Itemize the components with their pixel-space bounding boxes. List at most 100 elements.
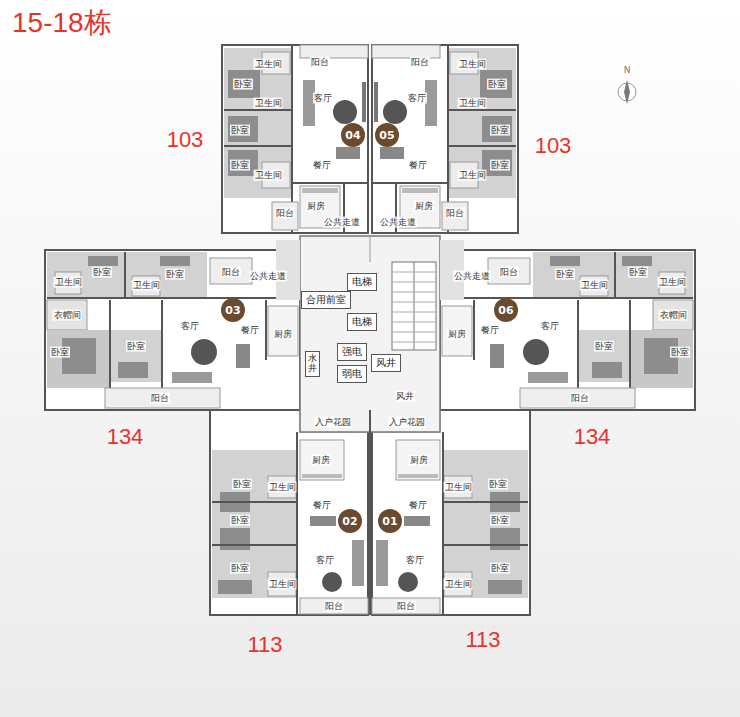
north-compass (618, 80, 636, 104)
room-name: 阳台 (410, 57, 430, 68)
unit-plan-side (45, 250, 300, 410)
unit-plan-side-part (160, 256, 190, 266)
core-room-box: 电梯 (347, 273, 377, 291)
unit-plan-side-part (132, 276, 160, 296)
room-name: 卧室 (670, 347, 690, 358)
unit-plan-bottom-part (300, 440, 344, 480)
room-name: 卫生间 (458, 98, 487, 109)
room-name: 卧室 (490, 563, 510, 574)
room-name: 厨房 (409, 455, 429, 466)
room-name: 卫生间 (444, 579, 473, 590)
unit-plan-top-part (336, 147, 360, 159)
unit-plan-side-part (47, 300, 87, 330)
unit-plan-bottom-part (212, 501, 296, 503)
unit-plan-side-part (110, 330, 162, 382)
room-name: 卧室 (165, 269, 185, 280)
unit-plan-side-part (45, 250, 300, 410)
core-plan-part (392, 342, 436, 343)
room-name: 衣帽间 (659, 310, 688, 321)
unit-plan-side-part (191, 339, 217, 365)
room-name: 餐厅 (240, 325, 260, 336)
node-text: 风井 (376, 357, 396, 369)
room-name: 卧室 (628, 267, 648, 278)
room-name: 卧室 (488, 479, 508, 490)
room-name: 卧室 (92, 267, 112, 278)
unit-number-badge: 05 (375, 123, 399, 147)
room-name: 餐厅 (480, 325, 500, 336)
unit-plan-side-part (88, 256, 118, 266)
room-name: 风井 (395, 391, 415, 402)
core-room-box: 合用前室 (301, 291, 351, 309)
unit-plan-top-part (292, 182, 368, 184)
room-name: 餐厅 (408, 160, 428, 171)
unit-plan-side-part (118, 362, 148, 378)
room-name: 卫生间 (54, 277, 83, 288)
unit-plan-side-part (124, 252, 126, 298)
unit-plan-bottom-part (212, 544, 296, 546)
room-name: 卫生间 (268, 579, 297, 590)
room-name: 阳台 (396, 601, 416, 612)
room-name: 卧室 (490, 515, 510, 526)
room-name: 公共走道 (249, 271, 287, 282)
room-name: 客厅 (315, 555, 335, 566)
unit-plan-bottom-part (212, 450, 296, 598)
node-text: 03 (225, 304, 240, 317)
room-name: 厨房 (273, 329, 293, 340)
core-plan-part (392, 312, 436, 313)
node-text: 06 (498, 304, 513, 317)
room-name: 卧室 (555, 269, 575, 280)
room-name: 入户花园 (314, 417, 352, 428)
core-room-box: 水井 (305, 351, 320, 377)
unit-plan-side-part (172, 372, 212, 383)
node-text: 04 (345, 129, 360, 142)
room-name: 卧室 (230, 125, 250, 136)
room-name: 卧室 (487, 79, 507, 90)
room-name: 卫生间 (268, 482, 297, 493)
core-plan-part (369, 410, 371, 615)
room-name: 卧室 (233, 79, 253, 90)
plan-title: 15-18栋 (12, 4, 112, 42)
room-name: 卧室 (230, 160, 250, 171)
area-number: 113 (464, 627, 501, 653)
room-name: 客厅 (180, 321, 200, 332)
area-number: 134 (573, 424, 612, 450)
unit-plan-top-part (224, 48, 292, 198)
right-half-plan (372, 45, 695, 615)
room-name: 阳台 (499, 267, 519, 278)
unit-plan-bottom-part (322, 572, 342, 592)
unit-plan-bottom (210, 410, 368, 615)
unit-plan-bottom-part (300, 598, 368, 614)
unit-plan-side-part (265, 300, 267, 360)
room-name: 厨房 (311, 455, 331, 466)
unit-plan-bottom-part (302, 474, 342, 478)
room-name: 阳台 (275, 208, 295, 219)
node-text: 水井 (308, 354, 317, 374)
unit-plan-top-part (222, 45, 368, 233)
node-text: 电梯 (352, 276, 372, 288)
room-name: 卫生间 (458, 170, 487, 181)
room-name: 客厅 (405, 555, 425, 566)
room-name: 餐厅 (312, 500, 332, 511)
core-room-box: 弱电 (337, 365, 367, 383)
core-plan-part (392, 282, 436, 283)
node-text: 02 (342, 515, 357, 528)
room-name: 厨房 (414, 201, 434, 212)
unit-plan-side-part (47, 252, 207, 298)
room-name: 卫生间 (254, 98, 283, 109)
unit-plan-top (222, 45, 368, 233)
room-name: 卫生间 (444, 482, 473, 493)
core-plan-part (414, 262, 415, 350)
core-plan-part (392, 292, 436, 293)
room-name: 公共走道 (379, 217, 417, 228)
unit-number-badge: 03 (221, 298, 245, 322)
unit-plan-bottom-part (220, 528, 250, 550)
core-plan-part (392, 322, 436, 323)
area-number: 103 (534, 133, 573, 159)
area-number: 113 (246, 632, 283, 658)
unit-number-badge: 01 (378, 509, 402, 533)
unit-plan-top-part (224, 145, 292, 147)
unit-number-badge: 04 (341, 123, 365, 147)
